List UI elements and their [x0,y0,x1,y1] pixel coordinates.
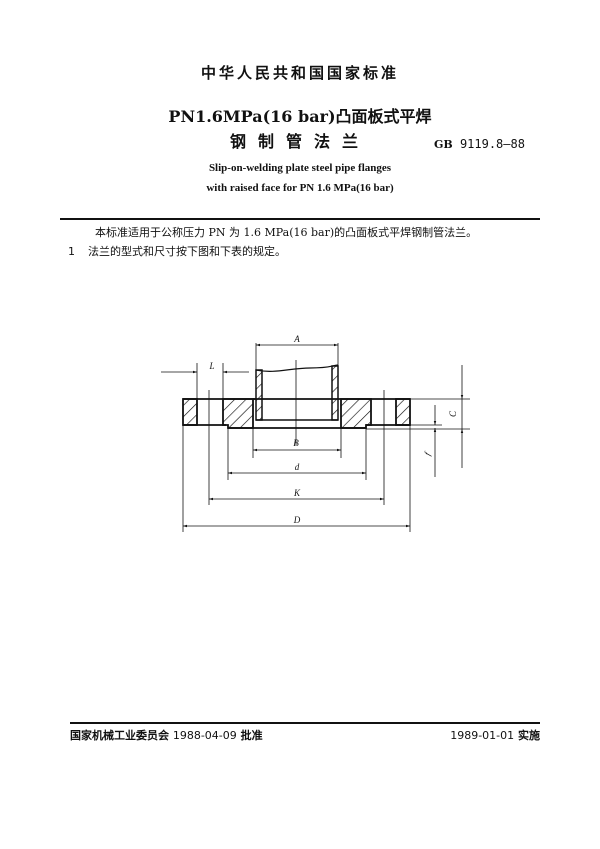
clause-1: 1 法兰的型式和尺寸按下图和下表的规定。 [68,243,286,259]
standard-organization: 中华人民共和国国家标准 [200,64,399,82]
title-cn-line1: PN1.6MPa(16 bar)凸面板式平焊 [168,107,432,126]
title-en: Slip-on-welding plate steel pipe flanges… [0,158,600,198]
label-f: f [422,450,433,457]
effective-info: 1989-01-01 实施 [434,727,540,743]
clause-text: 法兰的型式和尺寸按下图和下表的规定。 [88,245,286,258]
approver: 国家机械工业委员会 [70,729,169,742]
standard-code-prefix: GB [434,138,453,151]
approval-label: 批准 [240,729,263,742]
label-K: K [293,488,301,498]
title-cn-line2: 钢制管法兰 [229,132,370,151]
intro-paragraph: 本标准适用于公称压力 PN 为 1.6 MPa(16 bar)的凸面板式平焊钢制… [95,226,478,239]
standard-code: GB 9119.8—88 [434,137,525,151]
flange-section [182,398,411,429]
label-L: L [208,361,214,371]
standard-code-number: 9119.8—88 [459,137,525,151]
label-C: C [448,410,458,417]
label-B: B [293,438,299,448]
approval-info: 国家机械工业委员会 1988-04-09 批准 [70,727,263,743]
clause-number: 1 [68,245,75,258]
pipe-section [255,364,339,421]
label-A: A [293,334,300,344]
bottom-divider [70,722,540,724]
effective-label: 实施 [518,729,540,742]
approval-date: 1988-04-09 [172,729,237,742]
effective-date: 1989-01-01 [450,729,515,742]
title-en-line2: with raised face for PN 1.6 MPa(16 bar) [206,182,394,194]
label-d: d [295,462,300,472]
top-divider [60,218,540,220]
label-D: D [293,515,301,525]
title-en-line1: Slip-on-welding plate steel pipe flanges [208,162,392,174]
